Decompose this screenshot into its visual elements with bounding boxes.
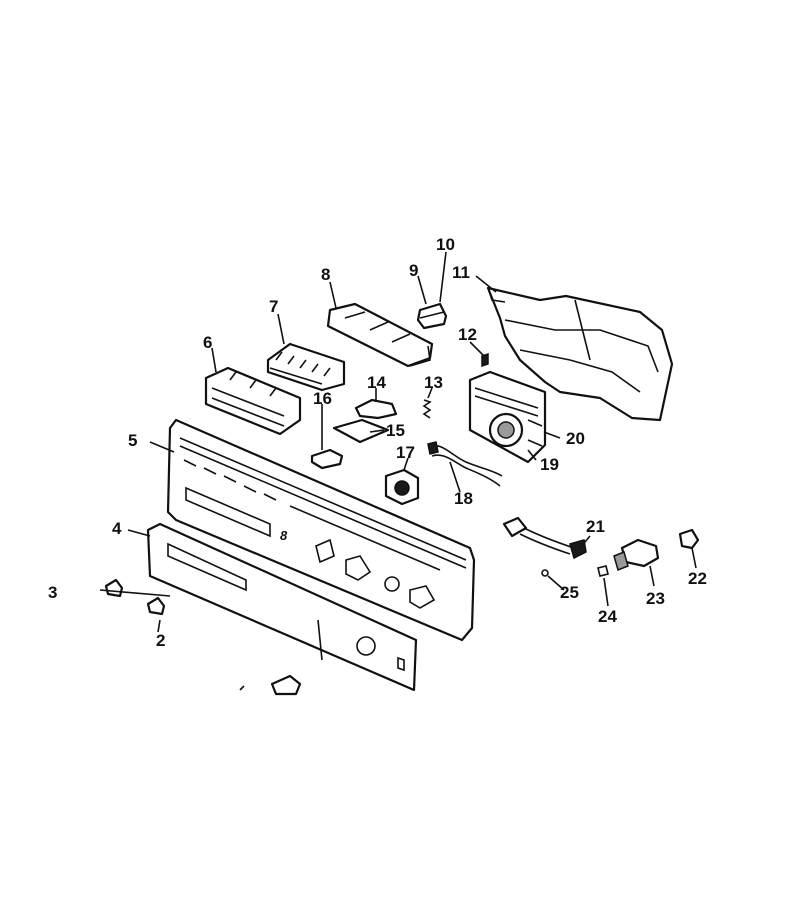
part-18-wire-harness: [427, 441, 503, 487]
part-25-screw: [541, 569, 549, 577]
panel-marking: 8: [280, 528, 288, 543]
callout-16: 16: [313, 389, 332, 408]
part-13-spring: [422, 399, 432, 419]
part-9-connector: [416, 302, 448, 330]
callout-17: 17: [396, 443, 415, 462]
callout-18: 18: [454, 489, 473, 508]
part-2-button: [146, 596, 166, 616]
callout-4: 4: [112, 519, 122, 538]
part-16-knob: [310, 448, 344, 470]
part-11-cover-bracket: [486, 286, 674, 422]
part-7-switch-bank: [266, 342, 346, 392]
callout-19: 19: [540, 455, 559, 474]
callout-2: 2: [156, 631, 165, 650]
part-15-plate: [332, 418, 390, 444]
callout-5: 5: [128, 431, 137, 450]
leader-lines: [99, 251, 697, 691]
part-23-plug: [613, 538, 660, 572]
callout-9: 9: [409, 261, 418, 280]
part-20-timer: [468, 370, 547, 464]
callout-23: 23: [646, 589, 665, 608]
callout-21: 21: [586, 517, 605, 536]
part-8-circuit-board: [326, 302, 434, 368]
callout-22: 22: [688, 569, 707, 588]
callout-25: 25: [560, 583, 579, 602]
callout-15: 15: [386, 421, 405, 440]
callout-labels: 3 2 4 5 6 7 8 9 10 11 12 13 14 15 16 17 …: [48, 235, 707, 650]
callout-7: 7: [269, 297, 278, 316]
callout-24: 24: [598, 607, 617, 626]
callout-20: 20: [566, 429, 585, 448]
part-3-button: [104, 578, 124, 598]
callout-8: 8: [321, 265, 330, 284]
part-24-clip: [597, 565, 609, 577]
callout-10: 10: [436, 235, 455, 254]
part-22-cap: [678, 528, 700, 550]
part-5-control-panel: [166, 418, 476, 642]
callout-13: 13: [424, 373, 443, 392]
part-14-clip: [354, 398, 398, 420]
part-21-wire-connector: [502, 516, 587, 560]
part-12-screw: [481, 352, 489, 368]
partial-part-bottom: [270, 674, 302, 696]
part-17-motor: [384, 468, 420, 506]
callout-14: 14: [367, 373, 386, 392]
callout-11: 11: [452, 263, 470, 282]
callout-12: 12: [458, 325, 477, 344]
part-6-switch-housing: [204, 366, 302, 436]
callout-3: 3: [48, 583, 57, 602]
callout-6: 6: [203, 333, 212, 352]
part-4-front-bezel: [146, 522, 418, 692]
